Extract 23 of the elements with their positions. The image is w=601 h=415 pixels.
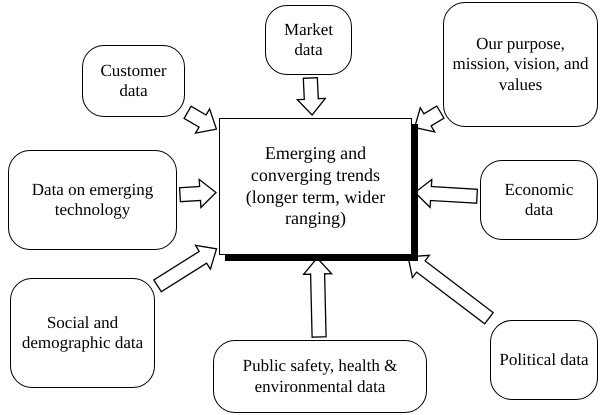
- callout-bubble: [490, 320, 598, 400]
- node-text: Emerging and converging trends (longer term, wider ranging): [244, 143, 386, 230]
- callout-bubble: [480, 160, 598, 240]
- callout-bubble: [443, 2, 598, 127]
- node-text: Political data: [499, 350, 589, 370]
- block-arrow: [183, 105, 218, 134]
- block-arrow: [178, 178, 217, 209]
- block-arrow: [414, 105, 445, 133]
- callout-bubble: [10, 278, 155, 388]
- node-text: Data on emerging technology: [30, 180, 154, 220]
- node-text: Public safety, health & environmental data: [242, 356, 398, 397]
- node-text: Economic data: [504, 180, 574, 220]
- callout-bubble: [213, 340, 427, 413]
- node-text: Our purpose, mission, vision, and values: [452, 34, 589, 96]
- block-arrow: [296, 77, 327, 116]
- block-arrow: [152, 244, 218, 293]
- block-arrow: [407, 254, 494, 325]
- callout-bubble: [8, 150, 177, 250]
- callout-bubble: [82, 45, 185, 117]
- node-text: Social and demographic data: [20, 312, 144, 354]
- callout-bubble: [265, 5, 352, 75]
- node-text: Customer data: [99, 60, 168, 102]
- node-text: Market data: [282, 20, 334, 60]
